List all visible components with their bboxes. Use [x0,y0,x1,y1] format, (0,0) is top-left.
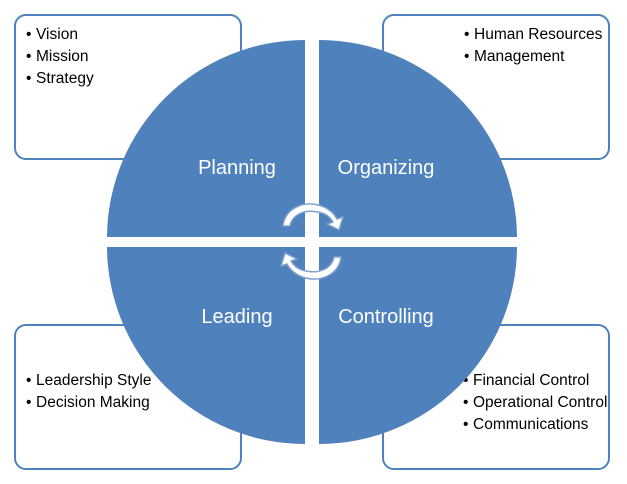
list-item: Financial Control [463,370,608,392]
list-item: Management [464,46,604,68]
list-item: Strategy [26,68,226,90]
organizing-label: Organizing [338,157,435,179]
controlling-bullet-list: Financial Control Operational Control Co… [463,370,608,436]
list-item: Communications [463,414,608,436]
list-item: Human Resources [464,24,604,46]
list-item: Vision [26,24,226,46]
controlling-label: Controlling [338,306,434,328]
list-item: Operational Control [463,392,608,414]
planning-label: Planning [198,157,276,179]
cycle-arrows-icon [280,203,344,280]
leading-label: Leading [201,306,272,328]
list-item: Leadership Style [26,370,236,392]
leading-segment [107,247,305,444]
organizing-segment [319,40,517,237]
bottom-cycle-arrow-icon [280,252,342,280]
planning-bullet-list: Vision Mission Strategy [26,24,226,90]
planning-segment [107,40,305,237]
top-cycle-arrow-icon [282,203,344,231]
leading-bullet-list: Leadership Style Decision Making [26,370,236,414]
list-item: Mission [26,46,226,68]
organizing-bullet-list: Human Resources Management [464,24,604,68]
list-item: Decision Making [26,392,236,414]
controlling-segment [319,247,517,444]
